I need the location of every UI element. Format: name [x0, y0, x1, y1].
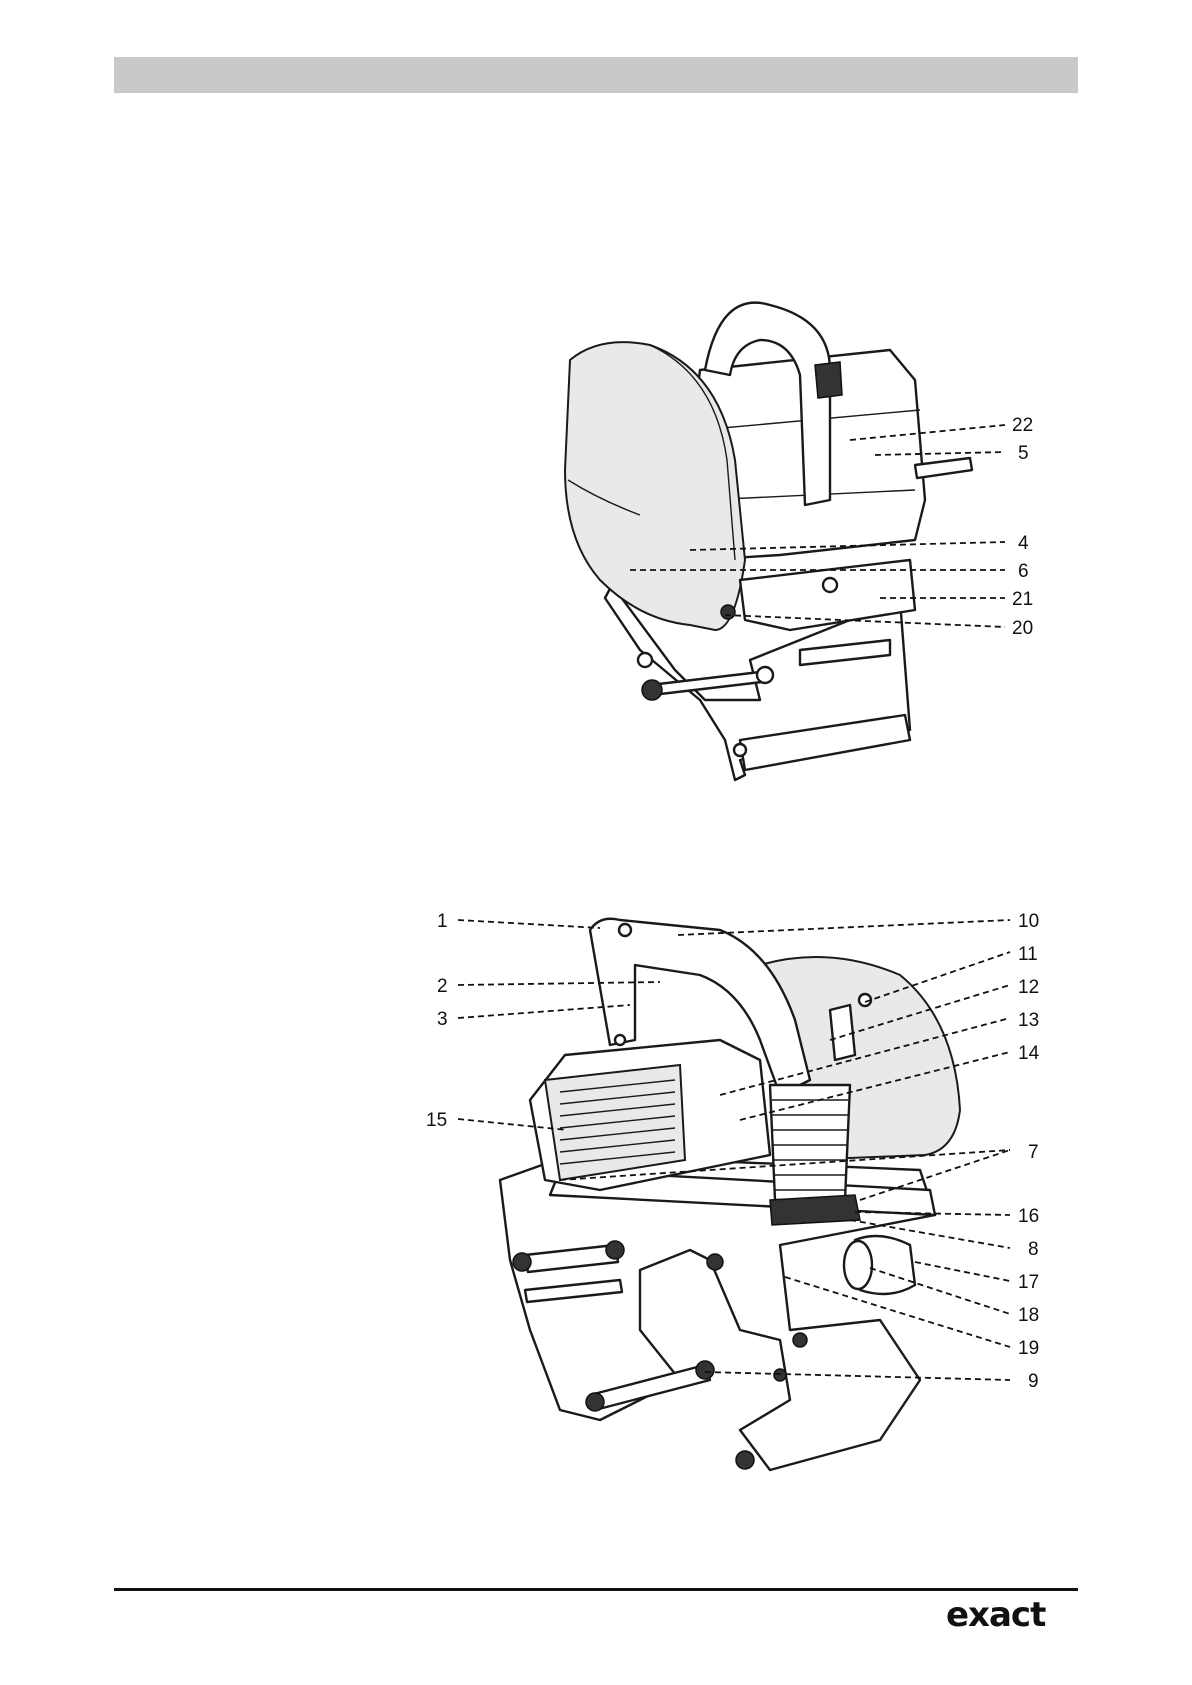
callout-18: 18: [1018, 1305, 1039, 1326]
callout-19: 19: [1018, 1338, 1039, 1359]
callout-14: 14: [1018, 1043, 1040, 1064]
callout-17: 17: [1018, 1272, 1039, 1293]
callout-7: 7: [1028, 1142, 1039, 1163]
callout-3: 3: [437, 1009, 448, 1030]
callout-13: 13: [1018, 1010, 1039, 1031]
callout-10: 10: [1018, 911, 1039, 932]
callout-2: 2: [437, 976, 448, 997]
callout-16: 16: [1018, 1206, 1039, 1227]
callout-8: 8: [1028, 1239, 1039, 1260]
bottom-saw-drawing: [500, 919, 960, 1470]
callout-9: 9: [1028, 1371, 1039, 1392]
brand-logo: exact: [944, 1596, 1070, 1632]
callout-11: 11: [1018, 944, 1038, 965]
footer-rule: [114, 1588, 1078, 1591]
brand-wordmark: exact: [946, 1596, 1046, 1632]
callout-1: 1: [437, 911, 448, 932]
callout-12: 12: [1018, 977, 1039, 998]
callout-15: 15: [426, 1110, 447, 1131]
